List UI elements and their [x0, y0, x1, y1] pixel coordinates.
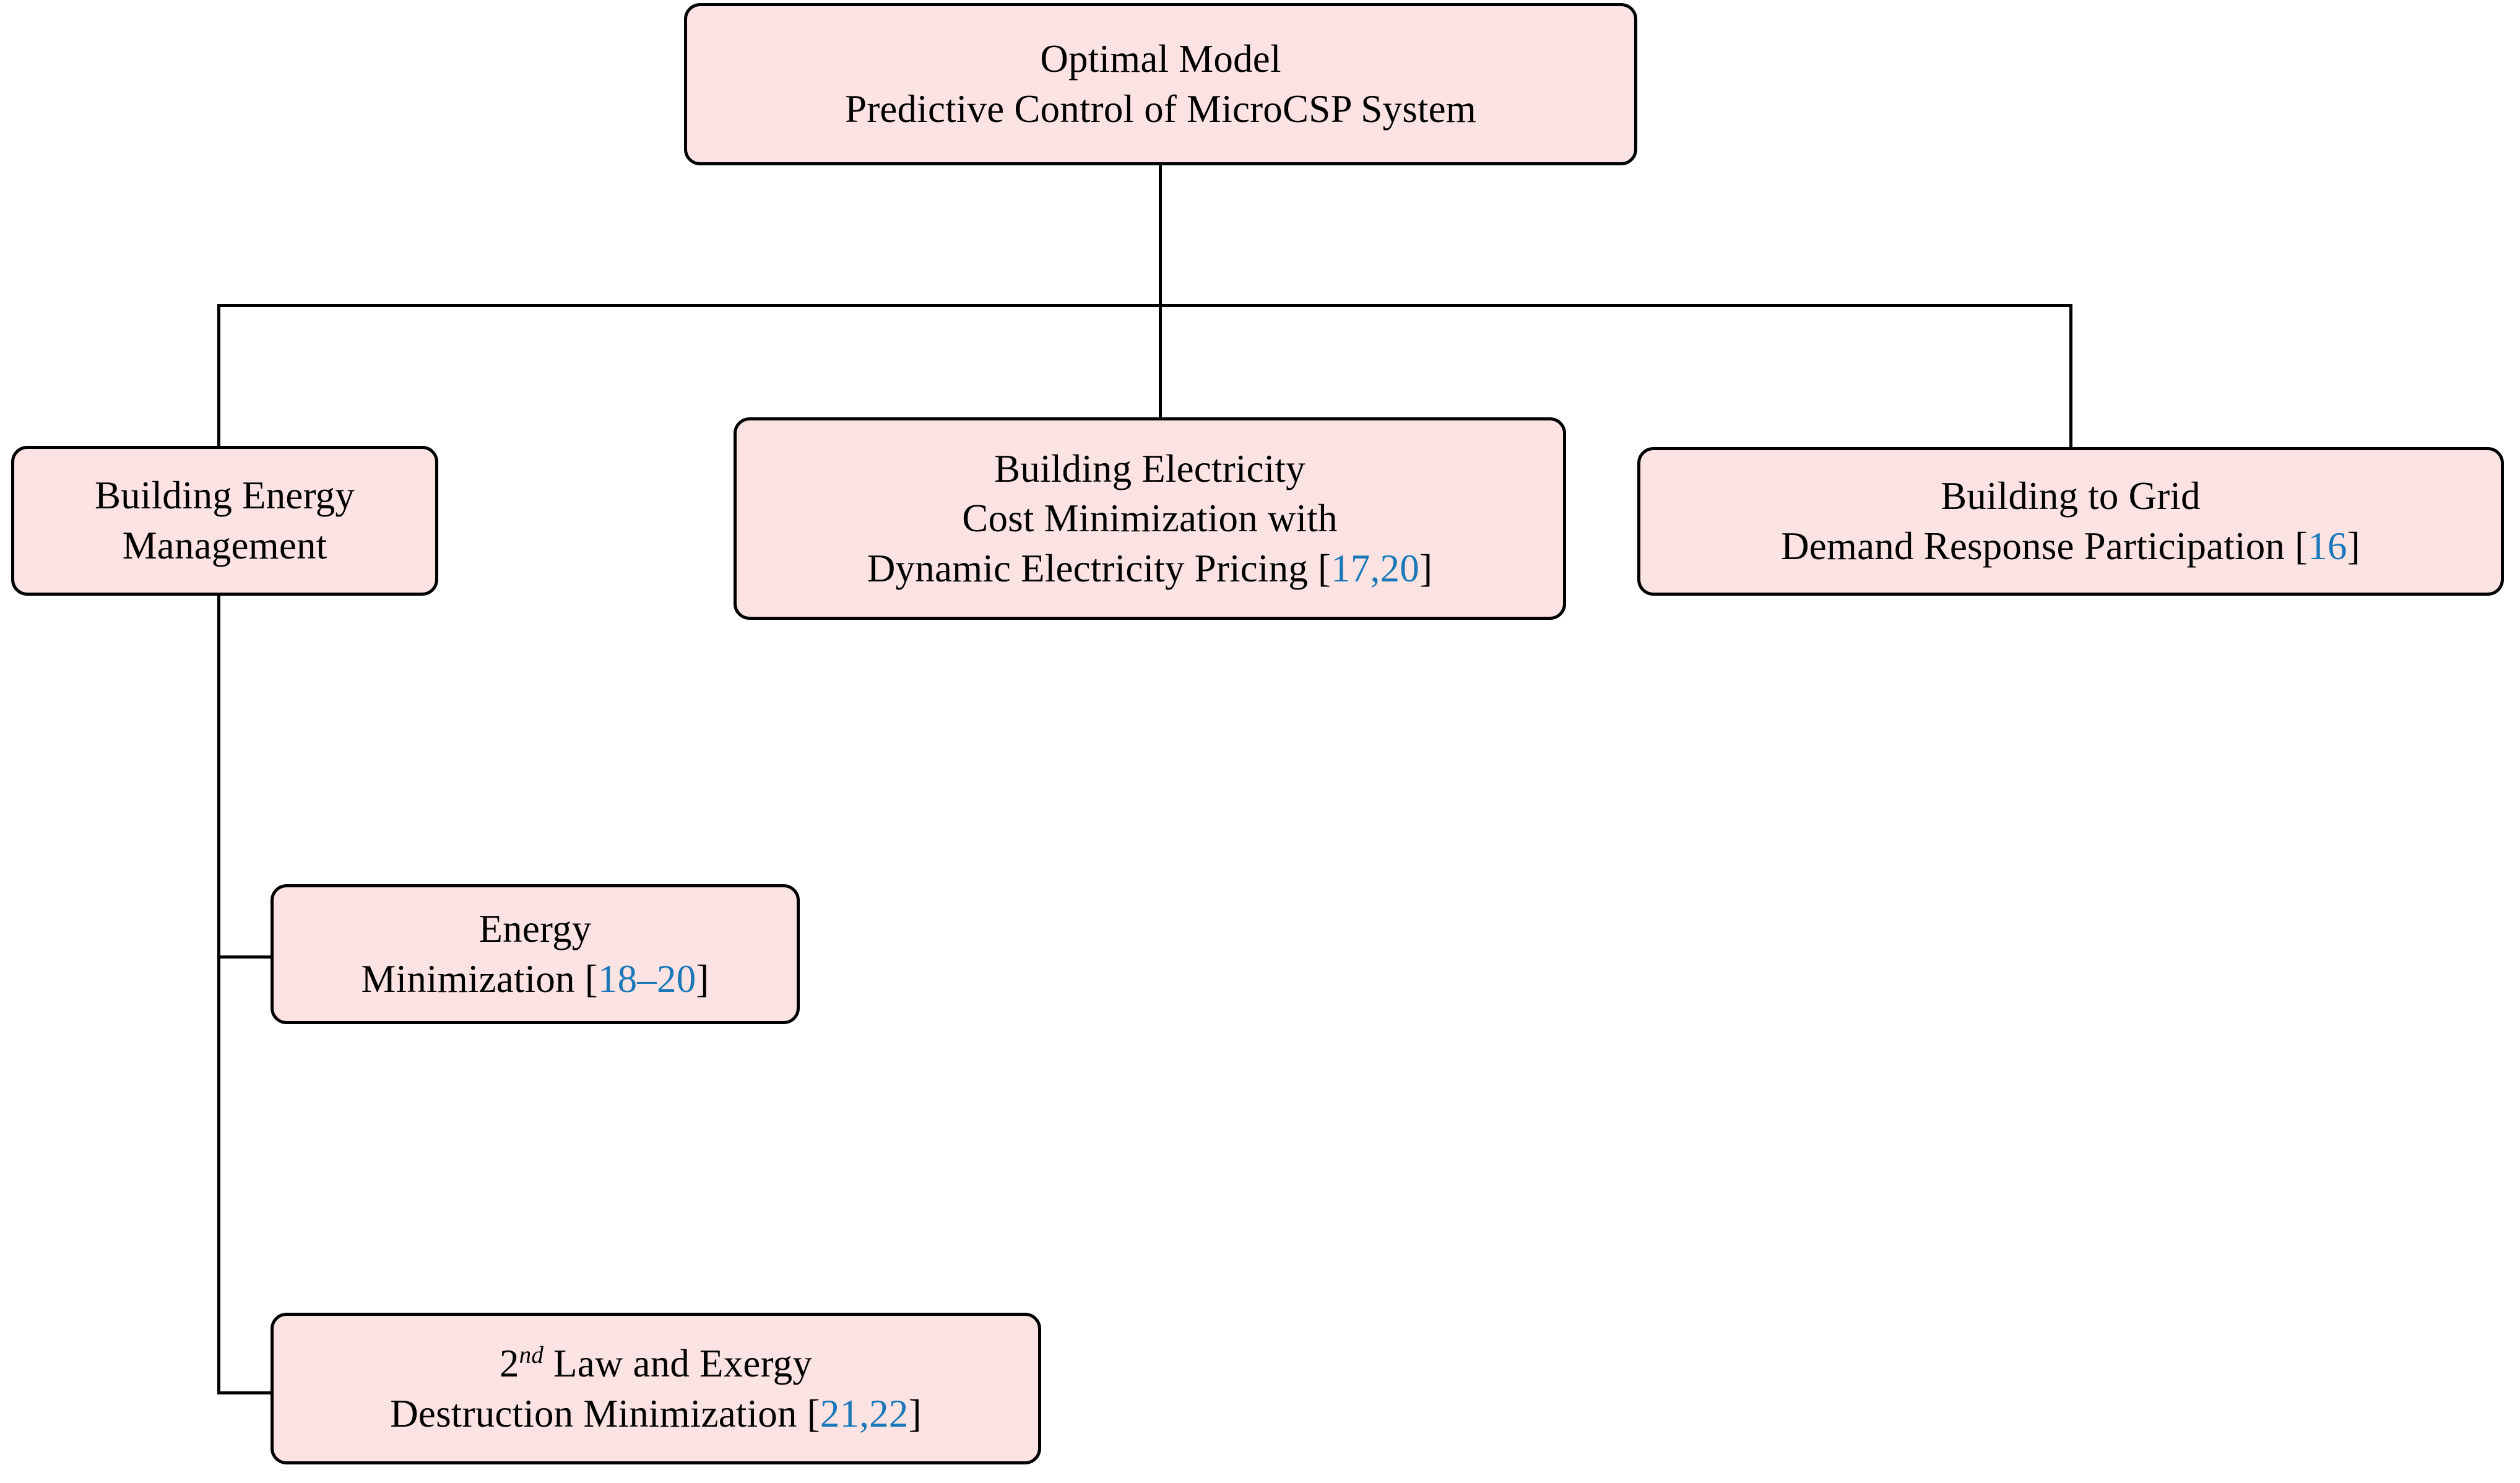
- node-root-line-2: Predictive Control of MicroCSP System: [844, 87, 1477, 131]
- node-exergy-ordinal-number: 2: [499, 1341, 519, 1385]
- node-bec-line-3-text: Dynamic Electricity Pricing: [867, 546, 1318, 590]
- node-bec-line-2: Cost Minimization with: [962, 497, 1338, 541]
- connector-spine-to-exergy: [217, 1391, 274, 1394]
- node-building-energy-management[interactable]: Building Energy Management: [11, 446, 438, 596]
- node-b2g-line-2: Demand Response Participation [16]: [1781, 521, 2360, 572]
- node-em-line-2-text: Minimization: [361, 957, 585, 1001]
- node-em-line-2: Minimization [18–20]: [361, 954, 709, 1004]
- node-exergy-bracket-close: ]: [908, 1391, 922, 1435]
- node-root-line-1: Optimal Model: [1040, 37, 1281, 81]
- node-bec-bracket-close: ]: [1419, 546, 1433, 590]
- connector-spine-to-energy-minimization: [217, 955, 274, 959]
- node-energy-minimization[interactable]: Energy Minimization [18–20]: [271, 884, 800, 1024]
- node-exergy-citation[interactable]: 21,22: [820, 1391, 909, 1435]
- node-b2g-citation[interactable]: 16: [2308, 524, 2347, 568]
- node-exergy-line-1: 2nd Law and Exergy: [500, 1339, 812, 1389]
- node-exergy-line-1-rest: Law and Exergy: [543, 1341, 813, 1385]
- connector-root-to-bus: [1159, 165, 1162, 309]
- connector-horizontal-bus: [217, 304, 2072, 307]
- node-building-to-grid-demand-response[interactable]: Building to Grid Demand Response Partici…: [1637, 447, 2504, 596]
- node-b2g-line-1: Building to Grid: [1941, 474, 2201, 518]
- node-exergy-ordinal-suffix: nd: [519, 1341, 544, 1368]
- connector-bem-spine: [217, 594, 220, 1394]
- node-b2g-bracket-open: [: [2295, 524, 2308, 568]
- node-optimal-model-predictive-control[interactable]: Optimal Model Predictive Control of Micr…: [684, 3, 1637, 165]
- connector-bus-to-electricity: [1159, 304, 1162, 420]
- node-building-electricity-cost-minimization[interactable]: Building Electricity Cost Minimization w…: [734, 417, 1566, 620]
- node-em-bracket-close: ]: [696, 957, 709, 1001]
- node-exergy-line-2: Destruction Minimization [21,22]: [390, 1389, 922, 1439]
- node-b2g-bracket-close: ]: [2347, 524, 2360, 568]
- node-bec-bracket-open: [: [1318, 546, 1331, 590]
- node-b2g-line-2-text: Demand Response Participation: [1781, 524, 2295, 568]
- connector-bus-to-grid: [2069, 304, 2072, 449]
- node-bec-citation[interactable]: 17,20: [1331, 546, 1419, 590]
- node-exergy-line-2-text: Destruction Minimization: [390, 1391, 807, 1435]
- node-exergy-bracket-open: [: [807, 1391, 820, 1435]
- node-bec-line-1: Building Electricity: [994, 446, 1305, 490]
- node-em-line-1: Energy: [478, 907, 592, 951]
- node-second-law-exergy-destruction-minimization[interactable]: 2nd Law and Exergy Destruction Minimizat…: [271, 1313, 1041, 1464]
- connector-bus-to-bem: [217, 304, 220, 448]
- node-em-citation[interactable]: 18–20: [597, 957, 696, 1001]
- node-bec-line-3: Dynamic Electricity Pricing [17,20]: [867, 544, 1432, 594]
- node-bem-line-1: Building Energy: [94, 474, 355, 518]
- node-em-bracket-open: [: [584, 957, 598, 1001]
- node-bem-line-2: Management: [122, 524, 327, 567]
